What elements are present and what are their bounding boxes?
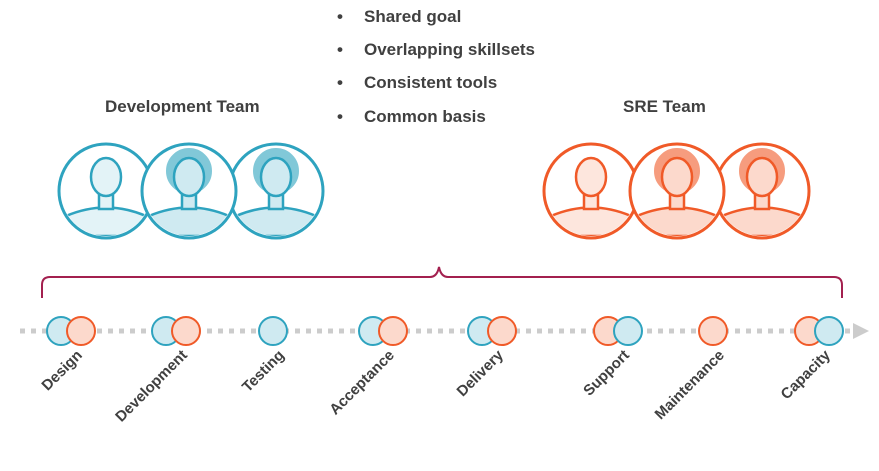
stage-design: Design: [38, 316, 96, 394]
avatar-dev-2: [140, 142, 238, 240]
sre-team-title: SRE Team: [623, 97, 706, 116]
avatar-sre-3: [713, 142, 811, 240]
dev-marker: [258, 316, 288, 346]
benefit-item: Common basis: [337, 107, 486, 127]
stage-label: Design: [38, 347, 85, 394]
avatar-sre-1: [542, 142, 640, 240]
stage-support: Support: [580, 316, 643, 400]
stage-acceptance: Acceptance: [326, 316, 408, 419]
sre-marker: [378, 316, 408, 346]
dev-team-title: Development Team: [105, 97, 260, 116]
stage-label: Delivery: [454, 346, 508, 400]
sre-marker: [171, 316, 201, 346]
stage-label: Development: [112, 347, 191, 426]
avatar-dev-1: [57, 142, 155, 240]
benefit-item: Consistent tools: [337, 73, 497, 93]
avatar-dev-3: [227, 142, 325, 240]
dev-marker: [613, 316, 643, 346]
sre-marker: [66, 316, 96, 346]
avatar-sre-2: [628, 142, 726, 240]
stage-label: Testing: [239, 347, 288, 396]
stage-capacity: Capacity: [778, 316, 844, 403]
stage-maintenance: Maintenance: [652, 316, 728, 423]
stage-label: Maintenance: [652, 347, 728, 423]
stage-development: Development: [112, 316, 201, 426]
benefit-item: Shared goal: [337, 7, 461, 27]
sre-marker: [698, 316, 728, 346]
bracket: [41, 266, 843, 298]
sre-marker: [487, 316, 517, 346]
stage-label: Capacity: [778, 346, 835, 403]
dev-marker: [814, 316, 844, 346]
stage-label: Support: [580, 347, 633, 400]
benefit-item: Overlapping skillsets: [337, 40, 535, 60]
stage-testing: Testing: [239, 316, 288, 396]
arrow-head-icon: [853, 323, 869, 339]
stage-label: Acceptance: [326, 347, 398, 419]
